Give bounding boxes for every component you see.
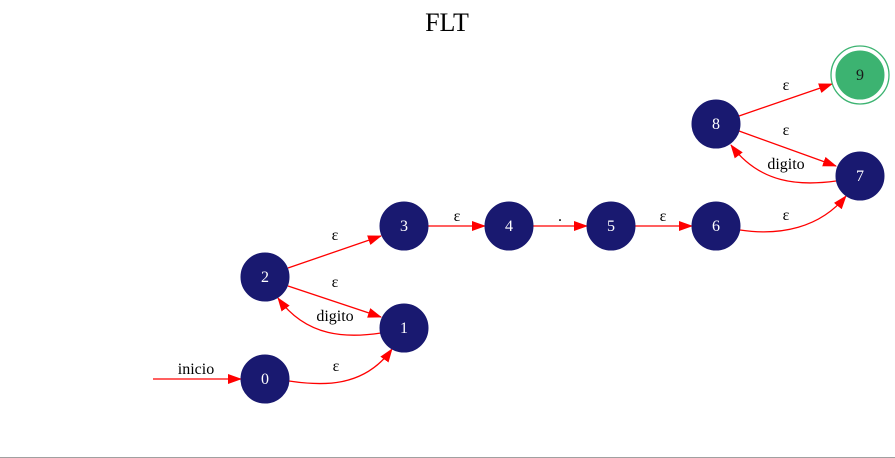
edge-label-7-8: digito xyxy=(767,156,804,173)
edge-7-8 xyxy=(730,144,837,184)
state-label-5: 5 xyxy=(607,218,615,235)
edge-8-7 xyxy=(738,130,837,167)
state-circle-0 xyxy=(240,354,290,404)
edge-label-4-5: . xyxy=(558,208,562,225)
state-node-6: 6 xyxy=(691,201,741,251)
edge-6-7 xyxy=(739,195,847,233)
state-circle-2 xyxy=(240,252,290,302)
nodes-layer: 0 1 2 3 4 5 6 7 8 9 xyxy=(240,45,890,404)
state-circle-8 xyxy=(691,99,741,149)
edge-label-1-2: digito xyxy=(316,308,353,325)
final-state-ring xyxy=(830,45,890,105)
state-circle-7 xyxy=(835,151,885,201)
state-circle-4 xyxy=(484,201,534,251)
state-label-0: 0 xyxy=(261,371,269,388)
state-node-1: 1 xyxy=(379,303,429,353)
edge-label-5-6: ε xyxy=(660,208,667,225)
state-label-3: 3 xyxy=(400,218,408,235)
edge-label-2-1: ε xyxy=(332,274,339,291)
state-node-0: 0 xyxy=(240,354,290,404)
state-label-7: 7 xyxy=(856,168,864,185)
start-label: inicio xyxy=(178,361,214,378)
state-node-9: 9 xyxy=(830,45,890,105)
edge-label-2-3: ε xyxy=(332,227,339,244)
edge-8-9 xyxy=(738,83,833,117)
diagram-title: FLT xyxy=(425,8,469,37)
edge-label-8-9: ε xyxy=(783,77,790,94)
edge-label-6-7: ε xyxy=(783,207,790,224)
edge-label-0-1: ε xyxy=(333,358,340,375)
edge-2-3 xyxy=(287,235,382,269)
state-node-2: 2 xyxy=(240,252,290,302)
state-node-4: 4 xyxy=(484,201,534,251)
state-circle-6 xyxy=(691,201,741,251)
state-node-3: 3 xyxy=(379,201,429,251)
edge-1-2 xyxy=(277,297,382,336)
edge-label-8-7: ε xyxy=(783,122,790,139)
state-node-8: 8 xyxy=(691,99,741,149)
state-label-2: 2 xyxy=(261,269,269,286)
state-circle-3 xyxy=(379,201,429,251)
state-label-1: 1 xyxy=(400,320,408,337)
state-label-6: 6 xyxy=(712,218,720,235)
edges-layer: inicio ε digito ε ε ε. ε ε digito ε ε xyxy=(153,77,847,385)
state-node-7: 7 xyxy=(835,151,885,201)
edge-label-3-4: ε xyxy=(454,208,461,225)
state-node-5: 5 xyxy=(586,201,636,251)
state-label-8: 8 xyxy=(712,116,720,133)
state-circle-1 xyxy=(379,303,429,353)
state-label-9: 9 xyxy=(856,67,864,84)
edge-0-1 xyxy=(288,348,393,385)
state-circle-9 xyxy=(835,50,885,100)
edge-2-1 xyxy=(287,285,382,318)
state-circle-5 xyxy=(586,201,636,251)
state-label-4: 4 xyxy=(505,218,513,235)
